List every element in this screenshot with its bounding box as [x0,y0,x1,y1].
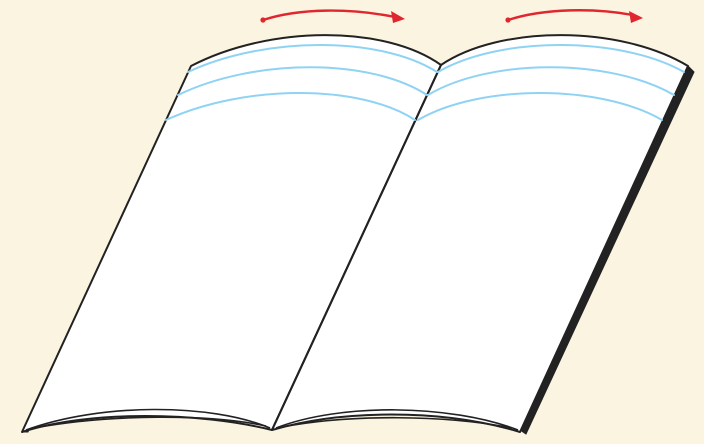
left-page-arrow-tail [260,17,265,22]
right-page-arrow-tail [505,17,510,22]
